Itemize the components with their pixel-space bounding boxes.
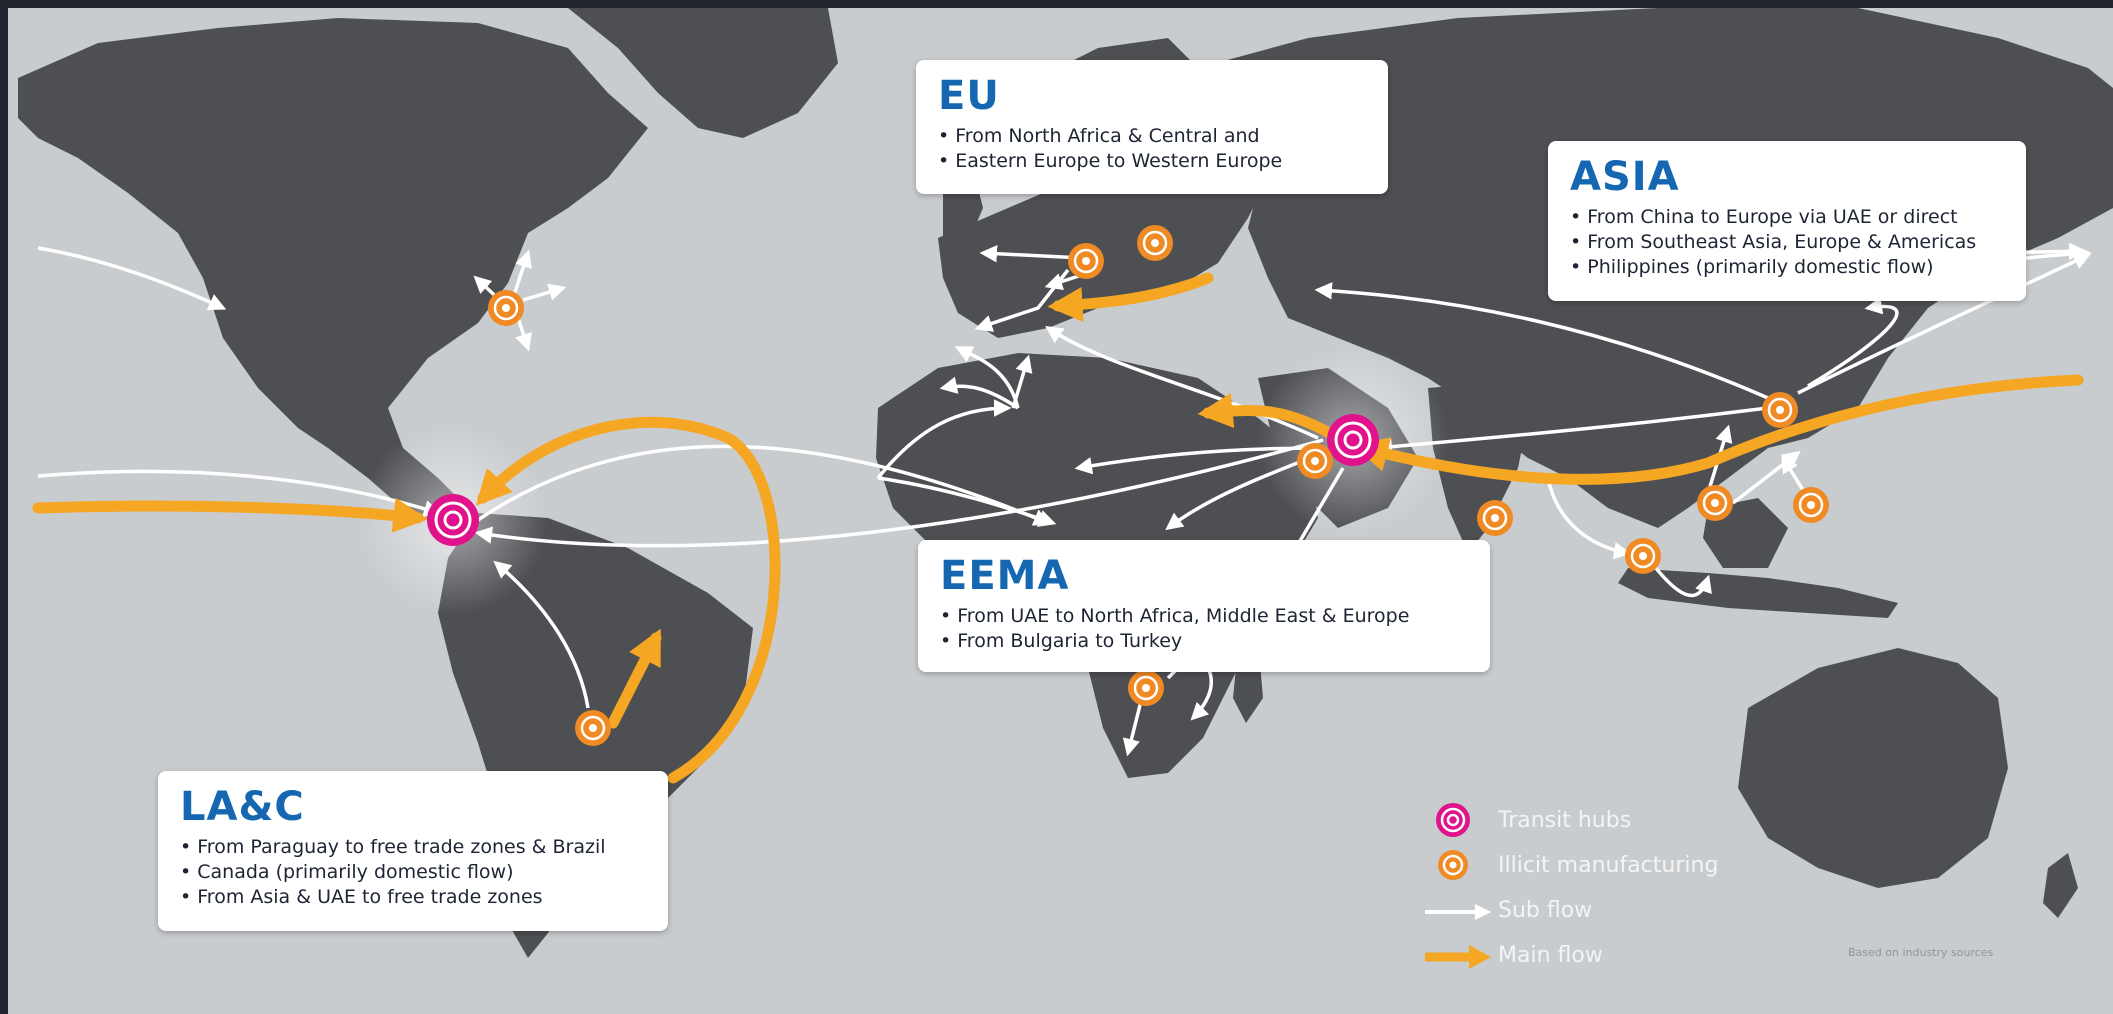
sub-flow-sea-5 (1646, 556, 1712, 598)
legend-label-manufacturing: Illicit manufacturing (1498, 853, 1719, 878)
region-list-lac: From Paraguay to free trade zones & Braz… (180, 835, 646, 910)
map-stage: EU From North Africa & Central and Easte… (8, 8, 2113, 1014)
region-list-eema: From UAE to North Africa, Middle East & … (940, 604, 1468, 654)
main-flows (32, 272, 2084, 784)
legend-label-sub-flow: Sub flow (1498, 898, 1593, 923)
region-item: Philippines (primarily domestic flow) (1570, 255, 2004, 280)
transit-hub-central-america (427, 494, 479, 546)
manufacturing-sites (488, 225, 1829, 746)
region-title-eema: EEMA (940, 553, 1070, 599)
sub-flow-uae-to-europe (1045, 326, 1319, 440)
manufacturing-eastern-europe (1137, 225, 1173, 261)
region-box-asia: ASIA From China to Europe via UAE or dir… (1548, 141, 2026, 301)
greenland (568, 8, 838, 138)
manufacturing-southern-africa (1128, 670, 1164, 706)
new-zealand (2043, 853, 2078, 918)
main-flow-loop-to-ca (475, 416, 781, 784)
transit-hubs (427, 414, 1379, 546)
main-flow-uae-to-north-africa (1197, 393, 1344, 444)
sub-flow-china-ne-1 (1797, 253, 2092, 395)
region-box-eu: EU From North Africa & Central and Easte… (916, 60, 1388, 194)
sub-flow-china-to-uae (1374, 406, 1769, 456)
sub-flow-hub-na-4 (515, 317, 532, 352)
region-item: Eastern Europe to Western Europe (938, 149, 1366, 174)
region-item: From Paraguay to free trade zones & Braz… (180, 835, 646, 860)
sub-flow-china-to-europe (1314, 282, 1769, 400)
legend-label-main-flow: Main flow (1498, 943, 1603, 968)
main-flow-paraguay-to-brazil (607, 628, 662, 729)
sub-flow-china-ne-2 (1807, 297, 1899, 388)
manufacturing-middle-east (1297, 443, 1333, 479)
sub-flow-south-africa-3 (1190, 667, 1214, 721)
manufacturing-canada (488, 290, 524, 326)
sub-flow-uae-to-ca (474, 438, 1324, 548)
manufacturing-philippines (1793, 487, 1829, 523)
sub-flow-arrow-icon (1425, 904, 1491, 920)
main-flow-asia-to-uae (1352, 374, 2084, 485)
region-title-lac: LA&C (180, 784, 305, 830)
sub-flow-africa-west-2 (877, 476, 1057, 527)
transit-hub-icon (1436, 803, 1470, 837)
manufacturing-central-europe (1068, 243, 1104, 279)
main-flow-east-europe-to-west (1047, 272, 1214, 323)
north-america (18, 18, 648, 528)
sub-flow-pacific-to-na (37, 246, 227, 311)
source-note: Based on industry sources (1848, 946, 1994, 959)
region-title-eu: EU (938, 73, 1000, 119)
region-list-eu: From North Africa & Central and Eastern … (938, 124, 1366, 174)
legend-label-transit-hubs: Transit hubs (1498, 808, 1632, 833)
southeast-asia-islands (1618, 568, 1898, 618)
region-box-eema: EEMA From UAE to North Africa, Middle Ea… (918, 540, 1490, 672)
sub-flow-hub-na-3 (522, 283, 567, 302)
sub-flow-sea-4 (1546, 477, 1632, 560)
region-item: From China to Europe via UAE or direct (1570, 205, 2004, 230)
europe (938, 148, 1268, 338)
sub-flow-hub-na-2 (511, 249, 532, 299)
main-flow-pacific-to-ca (32, 497, 429, 533)
sub-flow-uae-to-africa-1 (1074, 446, 1324, 475)
region-box-lac: LA&C From Paraguay to free trade zones &… (158, 771, 668, 931)
region-list-asia: From China to Europe via UAE or direct F… (1570, 205, 2004, 280)
region-item: From North Africa & Central and (938, 124, 1366, 149)
transit-hub-uae (1327, 414, 1379, 466)
main-flow-arrow-icon (1425, 945, 1491, 969)
sub-flow-africa-up-3 (954, 346, 1020, 409)
manufacturing-icon (1438, 850, 1468, 880)
region-item: From Asia & UAE to free trade zones (180, 885, 646, 910)
manufacturing-china (1762, 392, 1798, 428)
australia (1738, 648, 2008, 888)
manufacturing-india (1477, 500, 1513, 536)
region-item: Canada (primarily domestic flow) (180, 860, 646, 885)
region-item: From Bulgaria to Turkey (940, 629, 1468, 654)
sub-flow-africa-west-1 (876, 399, 1012, 480)
sub-flow-paraguay-to-ca (493, 560, 590, 709)
region-title-asia: ASIA (1570, 154, 1680, 200)
manufacturing-vietnam (1697, 485, 1733, 521)
region-item: From UAE to North Africa, Middle East & … (940, 604, 1468, 629)
region-item: From Southeast Asia, Europe & Americas (1570, 230, 2004, 255)
manufacturing-paraguay (575, 710, 611, 746)
manufacturing-malaysia (1625, 538, 1661, 574)
sub-flow-eu-west-1 (979, 244, 1084, 263)
sub-flow-ca-to-africa (477, 444, 1052, 526)
